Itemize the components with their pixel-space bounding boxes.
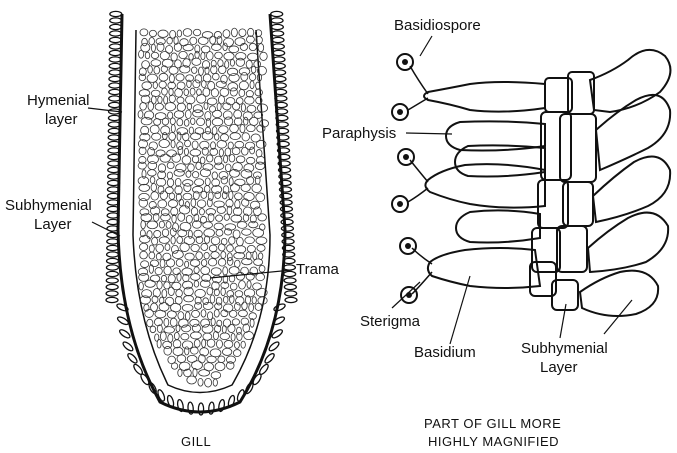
basidium (424, 82, 545, 112)
gill-caption: GILL (181, 434, 211, 449)
paraphysis (456, 210, 540, 242)
spores-and-sterigmata (392, 54, 432, 303)
subhymenial-right-label-line2: Layer (540, 359, 578, 376)
basidiospore (392, 104, 408, 120)
subhymenial-left-label-line2: Layer (34, 216, 72, 233)
basidiospore (398, 149, 414, 165)
basidiospore (400, 238, 416, 254)
basidia-cells (424, 82, 545, 288)
basidium (428, 248, 540, 288)
magnified-caption-line1: PART OF GILL MORE (424, 416, 561, 431)
captions: GILL PART OF GILL MORE HIGHLY MAGNIFIED (181, 416, 561, 449)
basidiospore (397, 54, 413, 70)
trama-cells (138, 28, 268, 387)
gill-section (106, 11, 297, 415)
trama-label: Trama (296, 261, 339, 278)
magnified-caption-line2: HIGHLY MAGNIFIED (428, 434, 559, 449)
hymenial-label-line1: Hymenial (27, 92, 90, 109)
magnified-gill-part (392, 50, 670, 316)
paraphysis-label: Paraphysis (322, 125, 396, 142)
sterigma-label: Sterigma (360, 313, 421, 330)
basidium (425, 164, 545, 207)
basidiospore (392, 196, 408, 212)
subhymenial-cells (530, 72, 596, 310)
basidium-label: Basidium (414, 344, 476, 361)
basidiospore-label: Basidiospore (394, 17, 481, 34)
subhymenial-right-label-line1: Subhymenial (521, 340, 608, 357)
labels: Hymenial layer Subhymenial Layer Trama B… (5, 17, 608, 376)
subhymenial-left-label-line1: Subhymenial (5, 197, 92, 214)
hymenial-label-line2: layer (45, 111, 78, 128)
basidiospore (401, 287, 417, 303)
